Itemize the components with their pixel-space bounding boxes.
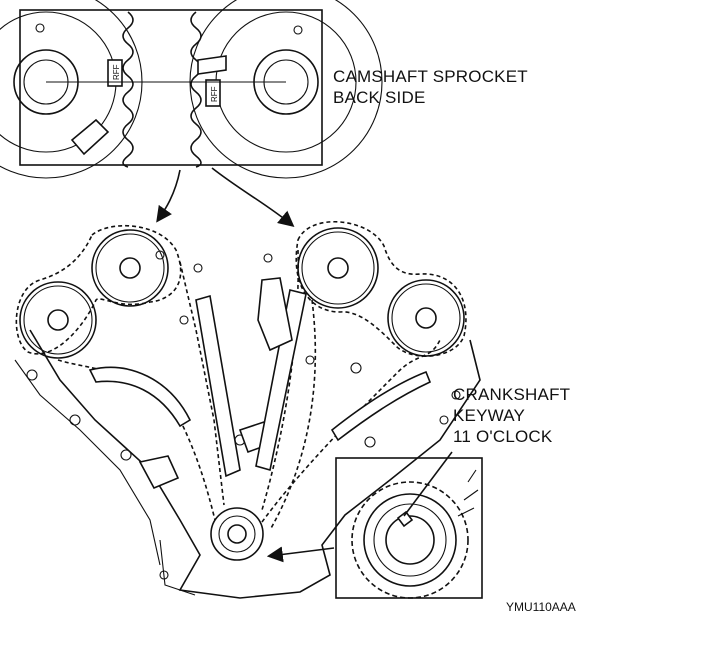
arrow-to-crank-inset	[266, 546, 335, 563]
arrow-to-left-cam	[156, 169, 181, 223]
crankshaft-label-line2: KEYWAY	[453, 406, 526, 425]
primary-chain	[57, 249, 441, 531]
inset-mark-right: RFF	[210, 86, 219, 102]
crank-sprocket	[210, 507, 264, 561]
camshaft-label-line1: CAMSHAFT SPROCKET	[333, 67, 528, 86]
camshaft-label: CAMSHAFT SPROCKET BACK SIDE	[333, 66, 528, 108]
right-bank-cams	[295, 221, 467, 357]
crankshaft-inset	[335, 457, 483, 599]
camshaft-label-line2: BACK SIDE	[333, 88, 426, 107]
crank-keyway-pointer	[403, 451, 453, 517]
figure-id: YMU110AAA	[506, 600, 576, 614]
crankshaft-label-line3: 11 O'CLOCK	[453, 427, 553, 446]
left-bank-cams	[15, 225, 182, 359]
camshaft-inset	[0, 0, 383, 179]
arrow-to-right-cam	[211, 167, 295, 228]
engine-block	[14, 250, 481, 599]
inset-mark-left: RFF	[112, 64, 121, 80]
crankshaft-label: CRANKSHAFT KEYWAY 11 O'CLOCK	[453, 384, 570, 447]
crankshaft-label-line1: CRANKSHAFT	[453, 385, 571, 404]
